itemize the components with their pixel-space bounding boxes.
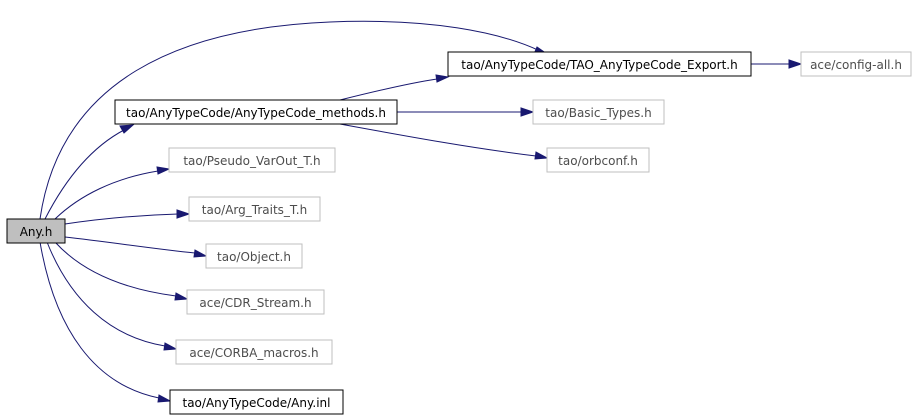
node-config-all[interactable]: ace/config-all.h (800, 51, 912, 77)
node-typecode-export[interactable]: tao/AnyTypeCode/TAO_AnyTypeCode_Export.h (447, 51, 752, 77)
node-label: tao/Basic_Types.h (545, 106, 651, 120)
edge-arrowhead (119, 124, 135, 134)
edge-any-h-to-typecode-methods (44, 129, 125, 220)
node-any-inl[interactable]: tao/AnyTypeCode/Any.inl (169, 389, 344, 415)
node-typecode-methods[interactable]: tao/AnyTypeCode/AnyTypeCode_methods.h (114, 99, 398, 125)
node-label: tao/AnyTypeCode/TAO_AnyTypeCode_Export.h (461, 58, 737, 72)
node-corba-macros[interactable]: ace/CORBA_macros.h (175, 339, 333, 365)
node-label: ace/CDR_Stream.h (199, 296, 311, 310)
edge-arrowhead (157, 394, 172, 403)
edge-any-h-to-any-inl (39, 241, 160, 399)
edge-arrowhead (788, 59, 803, 69)
edge-arrowhead (163, 342, 178, 351)
node-orbconf[interactable]: tao/orbconf.h (546, 147, 650, 173)
edge-arrowhead (534, 151, 549, 160)
edge-typecode-methods-to-typecode-export (339, 78, 438, 101)
edge-arrowhead (435, 74, 450, 83)
node-label: tao/AnyTypeCode/Any.inl (183, 396, 331, 410)
edge-any-h-to-typecode-export (39, 20, 541, 220)
edge-arrowhead (520, 107, 535, 117)
node-pseudo-varout[interactable]: tao/Pseudo_VarOut_T.h (168, 147, 336, 173)
edge-arrowhead (193, 249, 208, 258)
node-label: tao/Pseudo_VarOut_T.h (183, 154, 320, 168)
node-label: ace/CORBA_macros.h (189, 346, 318, 360)
node-object-h[interactable]: tao/Object.h (205, 243, 303, 269)
node-label: tao/Object.h (217, 250, 291, 264)
edge-any-h-to-object (64, 236, 196, 254)
node-label: tao/AnyTypeCode/AnyTypeCode_methods.h (126, 106, 386, 120)
node-cdr-stream[interactable]: ace/CDR_Stream.h (186, 289, 325, 315)
nodes: Any.h tao/AnyTypeCode/TAO_AnyTypeCode_Ex… (6, 51, 912, 415)
node-basic-types[interactable]: tao/Basic_Types.h (532, 99, 665, 125)
edge-typecode-methods-to-orbconf (339, 123, 537, 157)
node-label: tao/Arg_Traits_T.h (202, 203, 307, 217)
node-label: ace/config-all.h (810, 58, 902, 72)
edge-any-h-to-pseudo-varout (54, 170, 159, 220)
node-label: Any.h (20, 225, 53, 239)
edge-arrowhead (174, 292, 189, 301)
node-any-h[interactable]: Any.h (6, 218, 66, 244)
edge-arrowhead (176, 209, 191, 219)
edge-any-h-to-corba-macros (46, 241, 166, 347)
edge-any-h-to-cdr-stream (54, 241, 177, 297)
node-label: tao/orbconf.h (558, 154, 638, 168)
node-arg-traits[interactable]: tao/Arg_Traits_T.h (188, 196, 321, 222)
edges (39, 20, 803, 403)
edge-arrowhead (156, 166, 171, 175)
edge-any-h-to-arg-traits (64, 213, 179, 225)
